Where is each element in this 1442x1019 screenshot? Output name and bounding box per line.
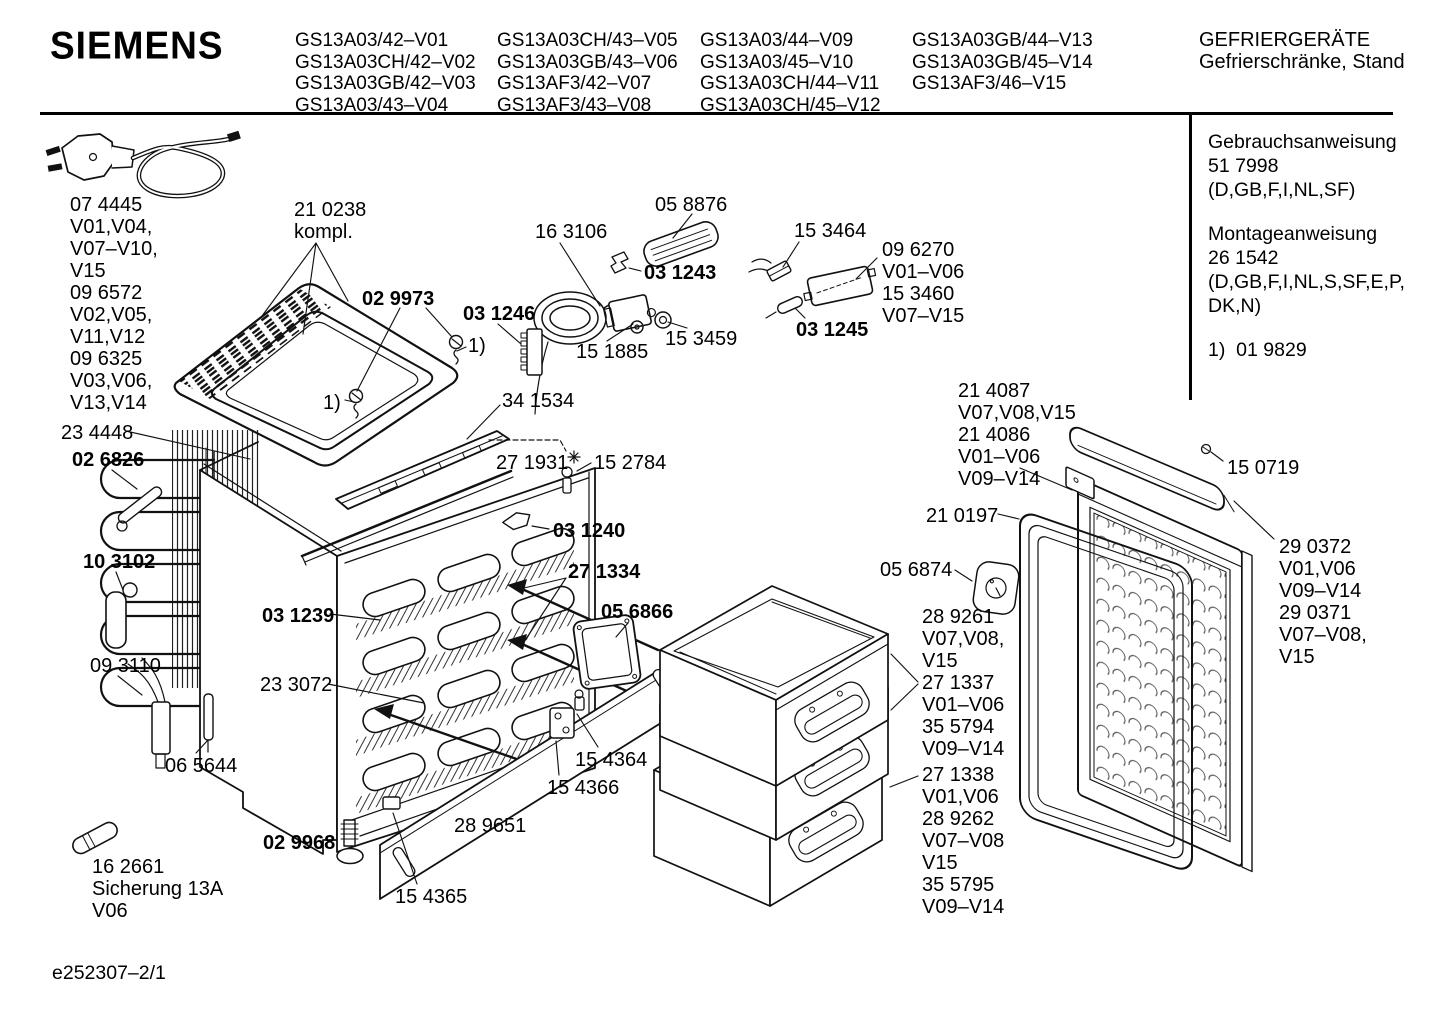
mounting-instructions-number: 26 1542 xyxy=(1208,247,1279,269)
door-gasket-drawing xyxy=(1019,513,1193,870)
power-cord-drawing xyxy=(45,130,241,199)
drawer-top-drawing xyxy=(659,585,889,787)
usage-instructions-number: 51 7998 xyxy=(1208,155,1279,177)
lid-drawing xyxy=(173,283,459,467)
sidebar-rule xyxy=(1189,115,1192,400)
mounting-instructions-langs1: (D,GB,F,I,NL,S,SF,E,P, xyxy=(1208,271,1405,293)
usage-instructions-label: Gebrauchsanweisung xyxy=(1208,131,1397,153)
mounting-rail-drawing xyxy=(300,430,514,566)
usage-instructions-langs: (D,GB,F,I,NL,SF) xyxy=(1208,179,1356,201)
drawer-stack-drawing xyxy=(653,585,889,907)
mounting-instructions-langs2: DK,N) xyxy=(1208,295,1262,317)
lock-escutcheon-drawing xyxy=(972,561,1020,615)
footnote-reference: 1) 01 9829 xyxy=(1208,339,1307,361)
relay-and-connectors-drawing xyxy=(748,258,877,319)
document-number: e252307–2/1 xyxy=(52,962,166,984)
gasket-plate-drawing xyxy=(572,614,642,690)
document-title-line2: Gefrierschränke, Stand xyxy=(1199,51,1405,73)
document-title: GEFRIERGERÄTE Gefrierschränke, Stand xyxy=(1199,29,1405,73)
fuse-drawing xyxy=(72,821,118,855)
freezer-cabinet-drawing xyxy=(199,441,660,855)
document-title-line1: GEFRIERGERÄTE xyxy=(1199,29,1371,51)
switch-cover-drawing xyxy=(643,221,719,267)
key-part-drawing xyxy=(117,486,163,524)
siemens-logo: SIEMENS xyxy=(50,24,224,68)
header-rule xyxy=(40,112,1393,115)
door-trim-strip-drawing xyxy=(1069,426,1235,513)
leader-lines xyxy=(111,213,1275,885)
small-parts-drawing xyxy=(72,334,642,865)
thermostat-assembly-drawing xyxy=(520,221,719,415)
door-drawing xyxy=(972,426,1253,873)
instructions-sidebar: Gebrauchsanweisung 51 7998 (D,GB,F,I,NL,… xyxy=(1208,130,1405,362)
mounting-instructions-label: Montageanweisung xyxy=(1208,223,1378,245)
